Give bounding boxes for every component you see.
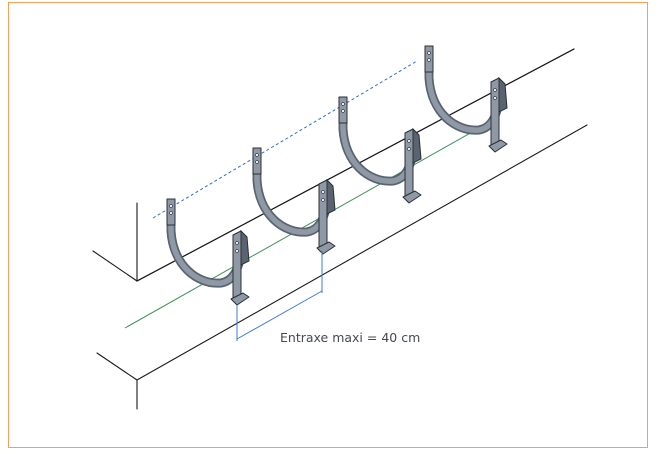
gutter-hanger bbox=[338, 96, 422, 204]
hanger-tab-hole bbox=[341, 109, 345, 113]
hanger-alignment-line bbox=[152, 60, 418, 219]
hanger-band bbox=[338, 101, 418, 186]
hanger-tab-hole bbox=[169, 204, 173, 208]
hanger-band bbox=[424, 50, 504, 135]
hanger-band bbox=[166, 203, 246, 288]
spacing-dimension: Entraxe maxi = 40 cm bbox=[236, 251, 420, 345]
spacing-label: Entraxe maxi = 40 cm bbox=[280, 330, 420, 345]
hanger-bracket-hole bbox=[321, 190, 325, 194]
gutter-slope-line bbox=[124, 117, 498, 329]
hanger-tab-hole bbox=[255, 160, 259, 164]
hanger-tab-hole bbox=[341, 102, 345, 106]
hanger-bracket-hole bbox=[321, 198, 325, 202]
hanger-bracket-gusset bbox=[498, 76, 508, 113]
gutter-hanger-installation-diagram: Entraxe maxi = 40 cm bbox=[92, 45, 588, 410]
gutter-hanger bbox=[424, 45, 508, 153]
hanger-tab-hole bbox=[427, 58, 431, 62]
gutter-hanger bbox=[252, 147, 336, 255]
hanger-bracket-gusset bbox=[412, 127, 422, 164]
hanger-bracket-hole bbox=[407, 139, 411, 143]
hanger-band-face bbox=[168, 203, 244, 286]
hanger-bracket-gusset bbox=[240, 229, 250, 266]
hanger-bracket-foot bbox=[402, 190, 422, 204]
hanger-band-face bbox=[340, 101, 416, 184]
hanger-bracket-hole bbox=[407, 147, 411, 151]
hanger-tab-hole bbox=[427, 51, 431, 55]
gutter-hanger bbox=[166, 198, 250, 306]
wall-corner-edge bbox=[92, 250, 138, 282]
diagram-frame: Entraxe maxi = 40 cm bbox=[8, 2, 648, 448]
hanger-band-face bbox=[426, 50, 502, 133]
hanger-bracket-foot bbox=[488, 139, 508, 153]
hanger-tab-hole bbox=[255, 153, 259, 157]
hanger-bracket-hole bbox=[493, 88, 497, 92]
hanger-tab-hole bbox=[169, 211, 173, 215]
dimension-line bbox=[236, 290, 323, 340]
hanger-bracket-hole bbox=[235, 249, 239, 253]
hanger-bracket-hole bbox=[235, 241, 239, 245]
hanger-bracket-foot bbox=[230, 292, 250, 306]
hanger-bracket-gusset bbox=[326, 178, 336, 215]
gutter-hangers bbox=[166, 45, 508, 306]
hanger-bracket-hole bbox=[493, 96, 497, 100]
